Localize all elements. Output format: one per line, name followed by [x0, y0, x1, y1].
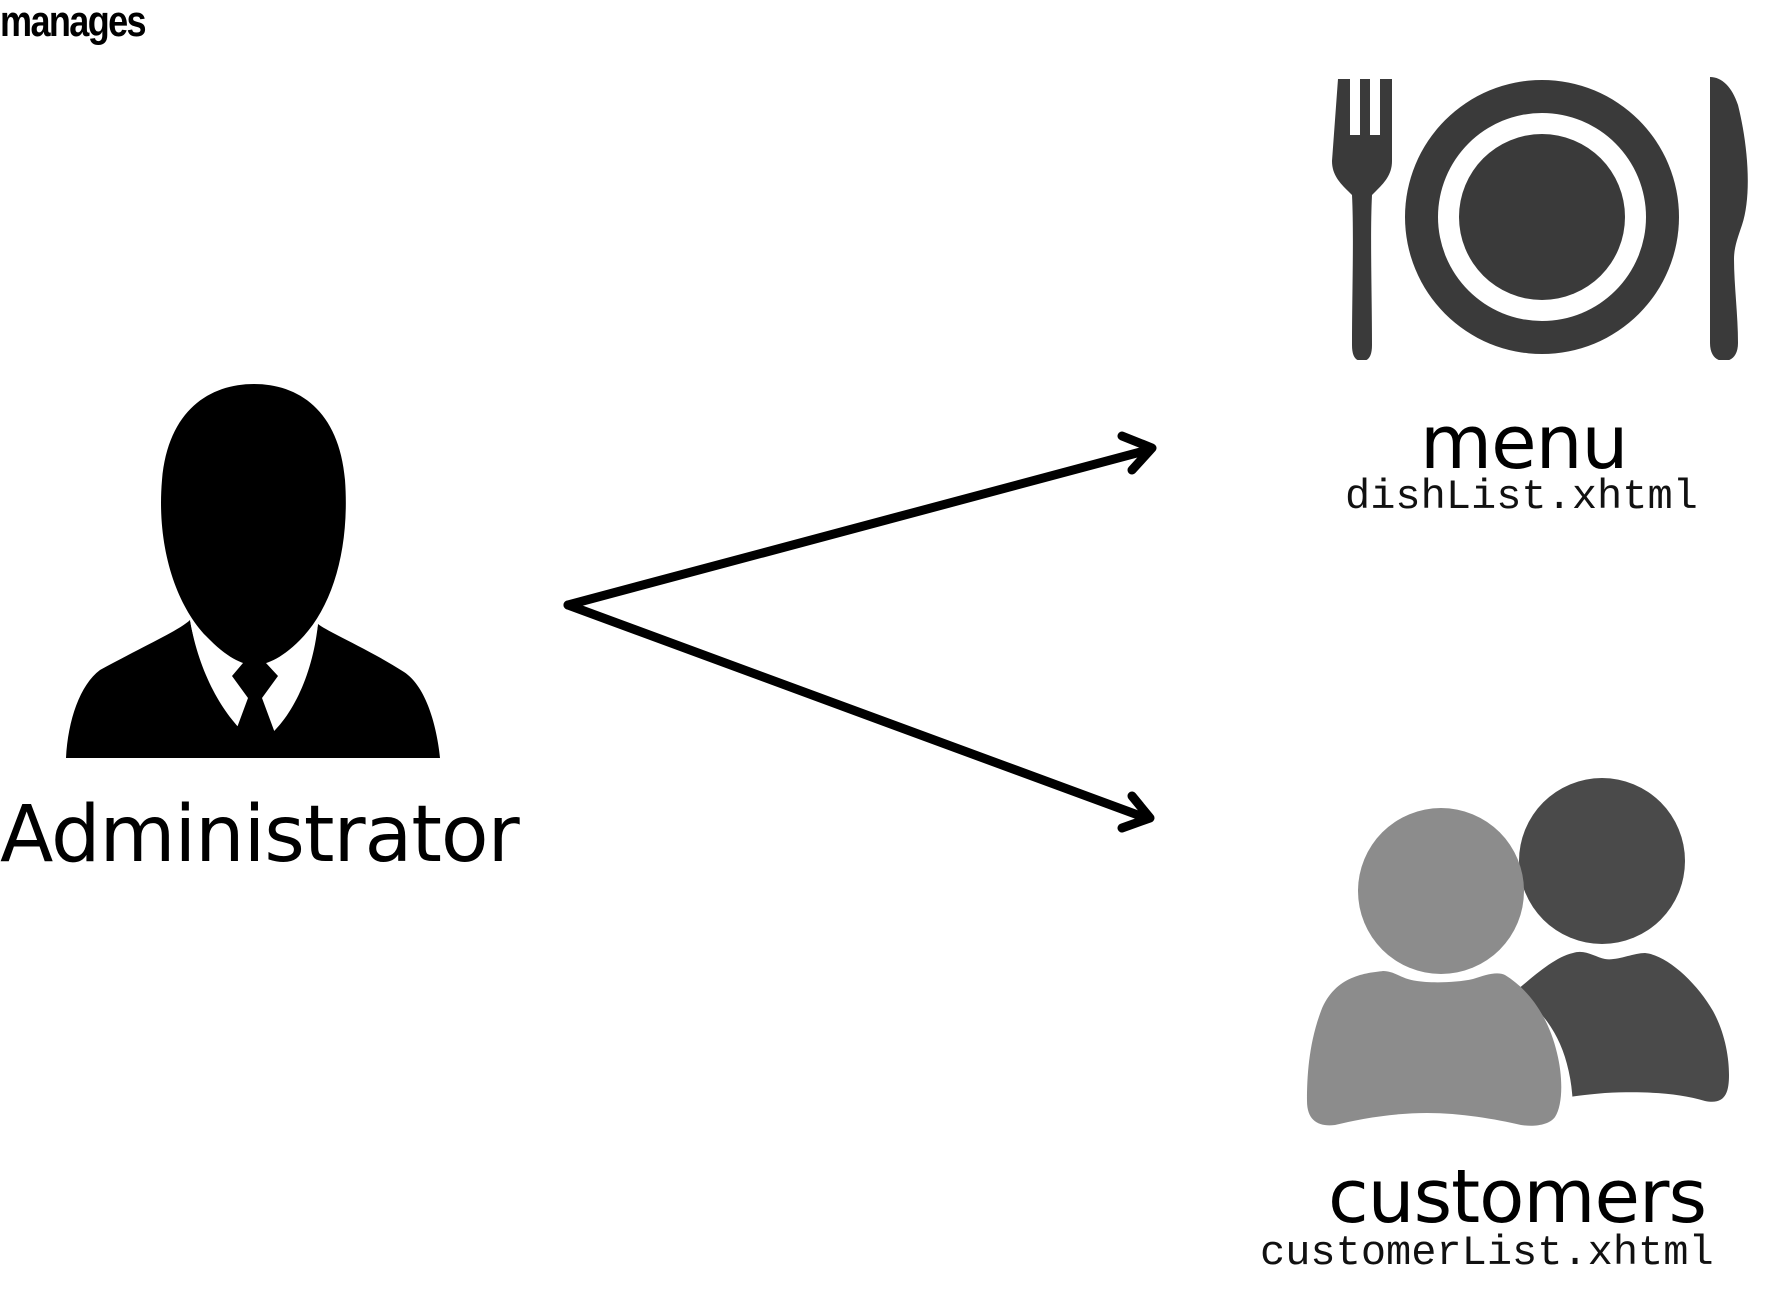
- fork-shape: [1332, 79, 1392, 360]
- customers-label: customers: [1328, 1154, 1707, 1240]
- administrator-label: Administrator: [0, 790, 520, 880]
- back-person-head: [1519, 778, 1685, 944]
- manages-label: manages: [0, 0, 147, 46]
- menu-file-label: dishList.xhtml: [1345, 473, 1698, 521]
- knife-shape: [1710, 77, 1748, 360]
- users-group-icon: [1307, 778, 1729, 1126]
- administrator-icon: [66, 384, 440, 758]
- arrow-to-menu: [563, 445, 1153, 610]
- customers-file-label: customerList.xhtml: [1260, 1229, 1714, 1277]
- arrow-to-menu-head: [1117, 431, 1157, 475]
- administrator-tie: [228, 650, 282, 752]
- administrator-body: [66, 620, 440, 758]
- front-person-head: [1358, 808, 1524, 974]
- administrator-head: [161, 384, 346, 665]
- arrow-to-customers: [563, 600, 1151, 823]
- back-person-body: [1517, 951, 1729, 1102]
- front-person-body: [1307, 971, 1562, 1126]
- plate-inner: [1459, 134, 1625, 300]
- menu-label: menu: [1420, 400, 1628, 486]
- plate-fork-knife-icon: [1332, 77, 1748, 360]
- arrow-to-customers-head: [1117, 791, 1155, 833]
